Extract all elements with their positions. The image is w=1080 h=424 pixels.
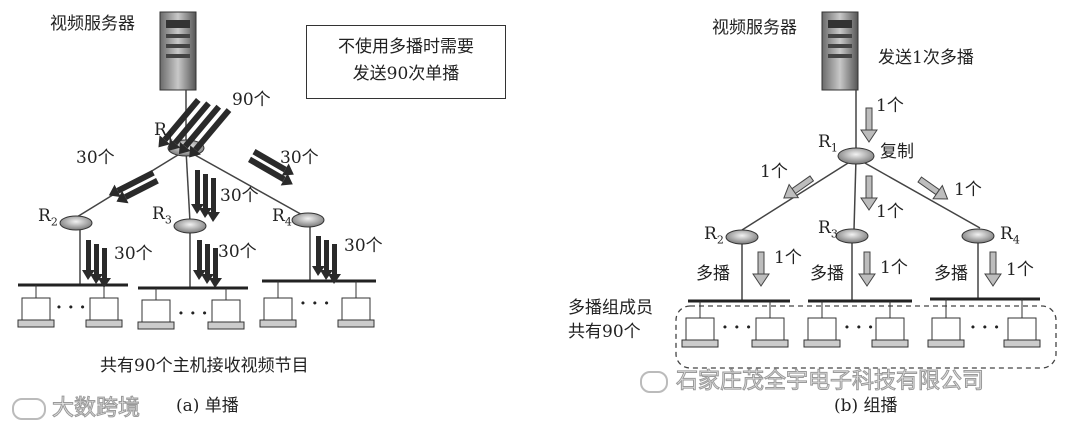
ellipsis: · · · <box>178 304 208 324</box>
watermark-left: 大数跨境 <box>12 390 141 422</box>
multicast-label: 多播 <box>934 264 968 284</box>
router-icon <box>59 215 93 231</box>
host-computer-icon <box>337 281 375 328</box>
lan-segments-right <box>688 297 1040 303</box>
ellipsis: · · · <box>56 298 86 318</box>
unicast-arrows <box>82 98 341 288</box>
video-server-label: 视频服务器 <box>712 18 797 38</box>
router-icon <box>725 229 759 245</box>
host-computer-icon <box>803 301 841 348</box>
unicast-note: 不使用多播时需要 发送90次单播 <box>306 25 506 99</box>
count-label: 1个 <box>1006 260 1034 280</box>
ellipsis: · · · <box>722 318 752 338</box>
unicast-note-line2: 发送90次单播 <box>352 64 460 84</box>
caption-multicast: (b) 组播 <box>834 396 898 416</box>
hosts-label: 共有90个主机接收视频节目 <box>100 356 309 376</box>
host-computer-icon <box>751 301 789 348</box>
count-label: 30个 <box>344 236 383 256</box>
caption-unicast: (a) 单播 <box>176 396 239 416</box>
count-label: 1个 <box>774 248 802 268</box>
host-computer-icon <box>85 285 123 328</box>
unicast-note-line1: 不使用多播时需要 <box>338 37 474 57</box>
router-icon <box>173 218 207 234</box>
host-computer-icon <box>871 301 909 348</box>
router-label-r2: R2 <box>704 224 724 247</box>
host-computer-icon <box>137 288 175 330</box>
multicast-label: 多播 <box>810 264 844 284</box>
count-label: 30个 <box>280 148 319 168</box>
ellipsis: · · · <box>300 294 330 314</box>
count-label: 30个 <box>218 242 257 262</box>
video-server-label: 视频服务器 <box>50 14 135 34</box>
multicast-arrows <box>752 107 1002 287</box>
router-icon <box>961 228 995 244</box>
host-computer-icon <box>927 299 965 348</box>
multicast-label: 多播 <box>696 264 730 284</box>
multicast-group-boundary <box>675 305 1057 369</box>
count-label: 30个 <box>76 148 115 168</box>
count-label: 1个 <box>876 202 904 222</box>
send-once-label: 发送1次多播 <box>878 48 974 68</box>
count-label: 1个 <box>760 162 788 182</box>
router-label-r1: R1 <box>154 120 174 143</box>
router-label-r3: R3 <box>152 204 172 227</box>
router-label-r1: R1 <box>818 132 838 155</box>
watermark-logo-icon <box>640 371 668 393</box>
count-label: 90个 <box>232 90 271 110</box>
watermark-logo-icon <box>12 398 46 420</box>
multicast-links <box>741 90 981 300</box>
watermark-right: 石家庄茂全宇电子科技有限公司 <box>640 363 985 395</box>
members-label-line2: 共有90个 <box>568 322 641 342</box>
host-computer-icon <box>681 301 719 348</box>
lan-segments-left <box>18 279 376 290</box>
router-icon <box>291 212 325 228</box>
router-icon <box>837 147 875 165</box>
video-server-icon <box>159 11 197 91</box>
router-label-r2: R2 <box>38 206 58 229</box>
ellipsis: · · · <box>970 318 1000 338</box>
host-computer-icon <box>207 288 245 330</box>
count-label: 1个 <box>876 96 904 116</box>
members-label-line1: 多播组成员 <box>568 298 653 318</box>
router-label-r4: R4 <box>272 206 292 229</box>
host-computer-icon <box>1003 299 1041 348</box>
count-label: 30个 <box>220 186 259 206</box>
host-computer-icon <box>259 281 297 328</box>
count-label: 30个 <box>114 244 153 264</box>
router-label-r3: R3 <box>818 218 838 241</box>
copy-label: 复制 <box>880 142 914 162</box>
count-label: 1个 <box>880 258 908 278</box>
host-computer-icon <box>17 285 55 328</box>
count-label: 1个 <box>954 180 982 200</box>
router-label-r4: R4 <box>1000 224 1020 247</box>
router-icon <box>835 228 869 244</box>
video-server-icon <box>821 11 859 91</box>
ellipsis: · · · <box>844 318 874 338</box>
